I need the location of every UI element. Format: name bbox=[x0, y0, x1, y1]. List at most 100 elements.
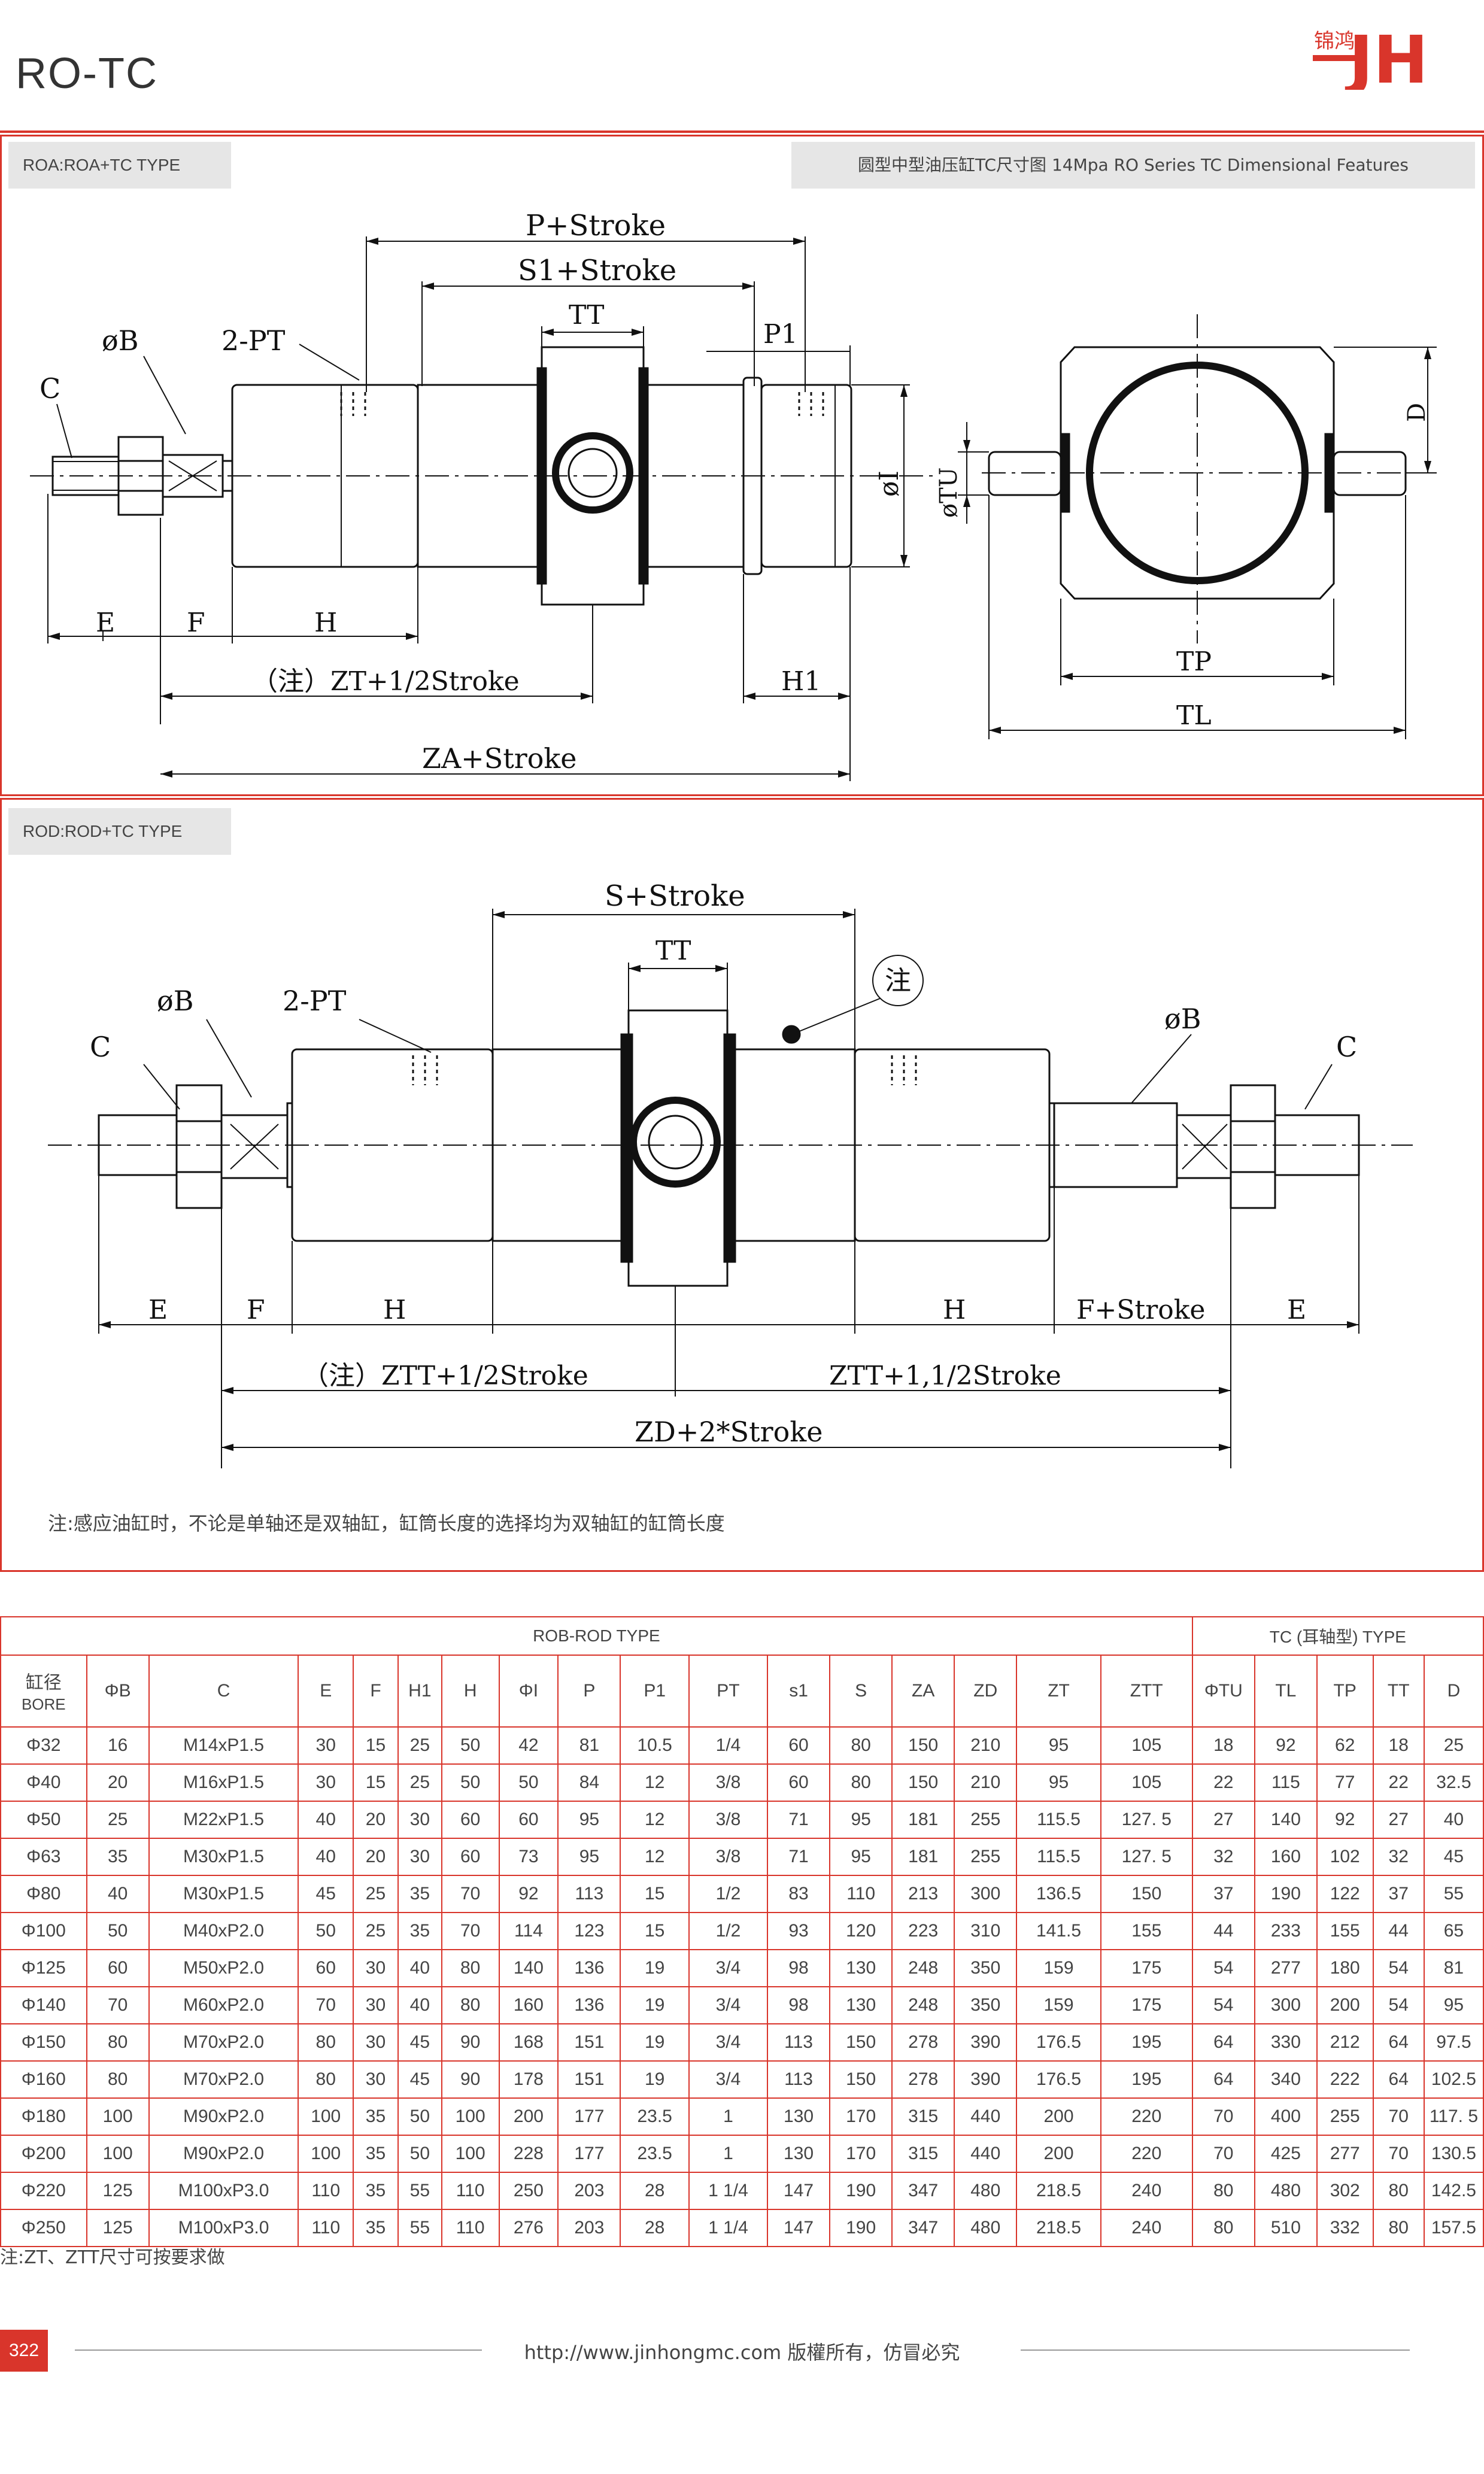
table-cell: 110 bbox=[829, 1875, 893, 1913]
table-cell: 228 bbox=[498, 2135, 559, 2173]
table-cell: 102 bbox=[1316, 1838, 1374, 1876]
rod-type-tag: ROD:ROD+TC TYPE bbox=[8, 808, 231, 855]
table-cell: 130 bbox=[829, 1986, 893, 2024]
table-cell: 40 bbox=[298, 1801, 354, 1839]
table-cell: 127. 5 bbox=[1100, 1838, 1193, 1876]
rod-label-ztt2: ZTT+1,1/2Stroke bbox=[829, 1361, 1061, 1391]
table-cell: 113 bbox=[767, 2060, 831, 2099]
table-cell: 30 bbox=[298, 1763, 354, 1802]
table-cell: 480 bbox=[954, 2172, 1018, 2210]
table-cell: 150 bbox=[891, 1763, 955, 1802]
col-header: s1 bbox=[767, 1655, 831, 1728]
table-cell: 45 bbox=[1423, 1838, 1484, 1876]
table-cell: 130 bbox=[767, 2097, 831, 2136]
bore-cell: Φ50 bbox=[0, 1801, 87, 1839]
roa-label-h: H bbox=[314, 608, 337, 638]
table-cell: 81 bbox=[1423, 1949, 1484, 1987]
table-cell: 30 bbox=[397, 1801, 442, 1839]
table-cell: 159 bbox=[1016, 1986, 1101, 2024]
table-cell: M40xP2.0 bbox=[148, 1912, 299, 1950]
table-cell: 92 bbox=[498, 1875, 559, 1913]
rod-label-zhu: 注 bbox=[885, 966, 911, 996]
table-cell: 92 bbox=[1316, 1801, 1374, 1839]
table-cell: 330 bbox=[1254, 2023, 1318, 2062]
table-cell: 95 bbox=[1016, 1726, 1101, 1765]
table-cell: 140 bbox=[1254, 1801, 1318, 1839]
table-cell: 71 bbox=[767, 1801, 831, 1839]
table-cell: 160 bbox=[1254, 1838, 1318, 1876]
table-cell: 175 bbox=[1100, 1986, 1193, 2024]
table-cell: 35 bbox=[86, 1838, 150, 1876]
table-cell: 3/4 bbox=[688, 2023, 769, 2062]
table-cell: 510 bbox=[1254, 2209, 1318, 2247]
rod-label-e-left: E bbox=[148, 1295, 168, 1325]
table-cell: 115.5 bbox=[1016, 1801, 1101, 1839]
table-cell: M100xP3.0 bbox=[148, 2209, 299, 2247]
table-cell: 1 1/4 bbox=[688, 2209, 769, 2247]
table-cell: 98 bbox=[767, 1949, 831, 1987]
roa-label-za: ZA+Stroke bbox=[422, 742, 577, 775]
table-cell: 50 bbox=[298, 1912, 354, 1950]
col-header: ZTT bbox=[1100, 1655, 1193, 1728]
table-cell: 20 bbox=[353, 1838, 399, 1876]
rod-label-ztt: （注）ZTT+1/2Stroke bbox=[302, 1361, 588, 1391]
table-cell: 12 bbox=[620, 1838, 690, 1876]
table-cell: 100 bbox=[86, 2135, 150, 2173]
col-header: P bbox=[557, 1655, 621, 1728]
table-cell: 55 bbox=[1423, 1875, 1484, 1913]
table-cell: 122 bbox=[1316, 1875, 1374, 1913]
table-cell: 95 bbox=[1423, 1986, 1484, 2024]
roa-label-d: D bbox=[1403, 403, 1431, 422]
col-header: C bbox=[148, 1655, 299, 1728]
table-cell: 278 bbox=[891, 2023, 955, 2062]
table-cell: 100 bbox=[298, 2097, 354, 2136]
table-cell: 70 bbox=[1191, 2135, 1255, 2173]
table-cell: 1/2 bbox=[688, 1875, 769, 1913]
table-cell: 30 bbox=[353, 1949, 399, 1987]
table-cell: 25 bbox=[86, 1801, 150, 1839]
table-cell: 160 bbox=[498, 1986, 559, 2024]
table-cell: 250 bbox=[498, 2172, 559, 2210]
table-cell: M50xP2.0 bbox=[148, 1949, 299, 1987]
table-cell: 123 bbox=[557, 1912, 621, 1950]
table-cell: 35 bbox=[397, 1912, 442, 1950]
table-cell: 151 bbox=[557, 2023, 621, 2062]
page-number: 322 bbox=[0, 2330, 48, 2372]
table-cell: 35 bbox=[353, 2172, 399, 2210]
table-cell: 1 1/4 bbox=[688, 2172, 769, 2210]
table-cell: 45 bbox=[397, 2023, 442, 2062]
table-cell: 60 bbox=[441, 1801, 500, 1839]
table-cell: 195 bbox=[1100, 2060, 1193, 2099]
table-cell: 310 bbox=[954, 1912, 1018, 1950]
table-cell: 110 bbox=[298, 2172, 354, 2210]
table-cell: 190 bbox=[829, 2209, 893, 2247]
table-cell: 81 bbox=[557, 1726, 621, 1765]
table-cell: 155 bbox=[1316, 1912, 1374, 1950]
table-cell: 110 bbox=[441, 2209, 500, 2247]
table-cell: 93 bbox=[767, 1912, 831, 1950]
table-cell: 147 bbox=[767, 2172, 831, 2210]
table-cell: 80 bbox=[1191, 2172, 1255, 2210]
table-cell: 15 bbox=[620, 1912, 690, 1950]
table-cell: 95 bbox=[829, 1801, 893, 1839]
table-cell: 400 bbox=[1254, 2097, 1318, 2136]
roa-label-f: F bbox=[187, 608, 205, 638]
col-header: PT bbox=[688, 1655, 769, 1728]
table-cell: 15 bbox=[620, 1875, 690, 1913]
table-cell: 200 bbox=[1016, 2097, 1101, 2136]
roa-label-zt: （注）ZT+1/2Stroke bbox=[251, 666, 520, 697]
roa-drawing-panel bbox=[0, 135, 1484, 796]
table-cell: 80 bbox=[86, 2060, 150, 2099]
rod-label-phib-right: øB bbox=[1164, 1003, 1201, 1035]
table-cell: 136.5 bbox=[1016, 1875, 1101, 1913]
table-cell: 65 bbox=[1423, 1912, 1484, 1950]
rod-drawing-panel bbox=[0, 798, 1484, 1572]
bore-cell: Φ140 bbox=[0, 1986, 87, 2024]
table-cell: 23.5 bbox=[620, 2097, 690, 2136]
table-cell: 200 bbox=[1316, 1986, 1374, 2024]
